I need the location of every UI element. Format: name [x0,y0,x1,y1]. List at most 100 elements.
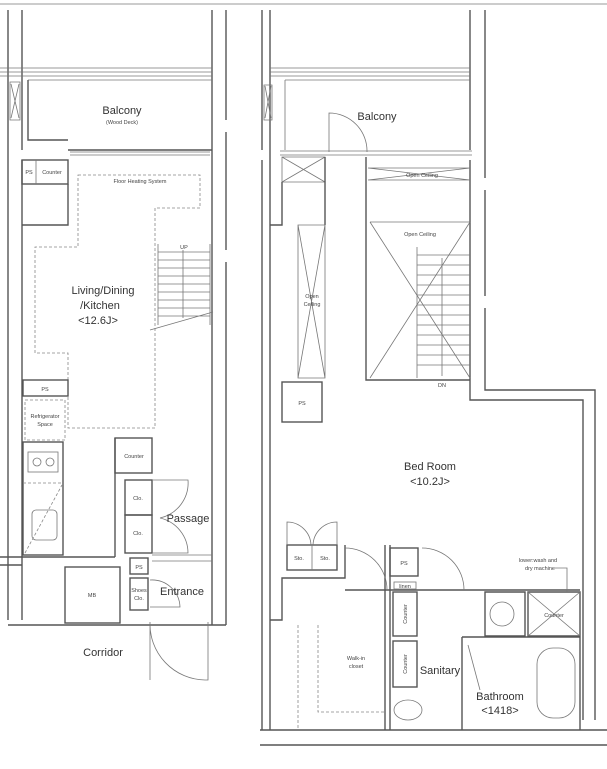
shoes-closet-label-2: Clo. [134,596,144,602]
balcony-lower-label: Balcony [102,105,142,117]
void-box [281,156,326,183]
lower-floor-plan: Balcony (Wood Deck) PS Counter Floor Hea… [0,10,227,681]
ldk-size: <12.6J> [78,315,118,327]
washer-label-2: dry machine [525,566,555,572]
passage-label: Passage [167,513,210,525]
refrigerator-label: Refrigerator [30,414,59,420]
counter-dash [23,482,63,554]
wall [365,157,470,381]
wall [22,184,69,226]
drain-icon [263,84,273,121]
shoes-closet [129,577,149,611]
bathroom-door[interactable] [467,644,481,691]
upper-walls [260,10,607,746]
ps-kitchen-label: PS [41,387,49,393]
ps-counter-box [21,159,69,185]
wall [0,438,116,566]
floor-heating-area [34,174,201,429]
step-line [152,554,212,562]
kitchen-counter [22,441,64,556]
stair-down-label: DN [438,383,446,389]
toilet-icon [393,699,423,721]
washbasin-icon [489,601,515,627]
ps-upper-label: PS [298,401,306,407]
storage-doors[interactable] [286,521,338,546]
bathroom-label: Bathroom [476,691,524,703]
wall [270,545,580,730]
stove-icon [27,451,59,473]
washer-pan [527,591,581,637]
counter-label: Counter [42,170,62,176]
upper-floor-plan: Balcony Open Ceiling Open Ceiling Open C… [260,10,607,746]
walkin-label-2: closet [349,664,364,670]
bathtub-icon [536,647,576,719]
open-ceiling-band-label: Open Ceiling [406,173,438,179]
walkin-hanger-rail [297,625,385,730]
closet-2 [124,514,153,554]
closet-1-label: Clo. [133,496,143,502]
closet-doors[interactable] [152,479,189,554]
entrance-door[interactable] [149,621,209,681]
open-ceiling-side [297,224,326,379]
balcony-wall [27,80,212,151]
ps-upper-box [281,381,323,423]
ps-kitchen-box [22,379,69,397]
room-doors[interactable] [344,547,465,591]
mb-box [64,566,121,624]
counter-washer-label: Counter [544,613,564,619]
open-ceiling-band [367,167,471,181]
stair-up-label: UP [180,245,188,251]
linen-box [393,581,417,590]
ps-label: PS [25,170,33,176]
balcony-door[interactable] [328,112,368,153]
open-ceiling-stair [369,221,471,379]
linen-label: linen [399,584,411,590]
mb-label: MB [88,593,97,599]
wall [270,157,326,226]
ldk-label: Living/Dining [72,285,135,297]
burner [45,457,55,467]
counter-1-box [392,591,418,637]
shoes-door[interactable] [149,579,181,608]
refrigerator-space [24,399,66,441]
bedroom-label: Bed Room [404,461,456,473]
balcony-railing-upper [270,67,470,150]
lower-walls [7,10,227,626]
ldk-label-2: /Kitchen [80,300,120,312]
ps-entrance-box [129,557,149,575]
balcony-upper-label: Balcony [357,111,397,123]
counter-2-label: Counter [403,654,409,674]
leader-line [555,567,568,592]
drain-icon [9,81,21,121]
washer-label: lower:wash and [519,558,557,564]
stairs-down [416,247,470,378]
stairs-up: UP [149,244,214,331]
ps-sanitary-label: PS [400,561,408,567]
counter-mid-box [114,437,153,474]
sink-icon [31,509,58,541]
sanitary-label: Sanitary [420,665,461,677]
bathroom-size: <1418> [481,705,518,717]
open-ceiling-side-label-2: Ceiling [304,302,321,308]
walkin-label: Walk-in [347,656,365,662]
counter-mid-label: Counter [124,454,144,460]
shoes-closet-label: Shoes [131,588,147,594]
balcony-sash [70,151,210,156]
corridor-label: Corridor [83,647,123,659]
storage-1-label: Sto. [294,556,304,562]
bedroom-size: <10.2J> [410,476,450,488]
ps-entrance-label: PS [135,565,143,571]
open-ceiling-stair-label: Open Ceiling [404,232,436,238]
counter-1-label: Counter [403,604,409,624]
storage-2-label: Sto. [320,556,330,562]
burner [32,457,42,467]
balcony-lower-sub-label: (Wood Deck) [106,120,138,126]
balcony-sash-upper [280,150,472,156]
entrance-label: Entrance [160,586,204,598]
balcony-railing [0,67,212,81]
stair-lines [149,244,214,331]
floor-heating-label: Floor Heating System [114,179,167,185]
ps-sanitary-box [389,547,419,577]
refrigerator-label-2: Space [37,422,53,428]
